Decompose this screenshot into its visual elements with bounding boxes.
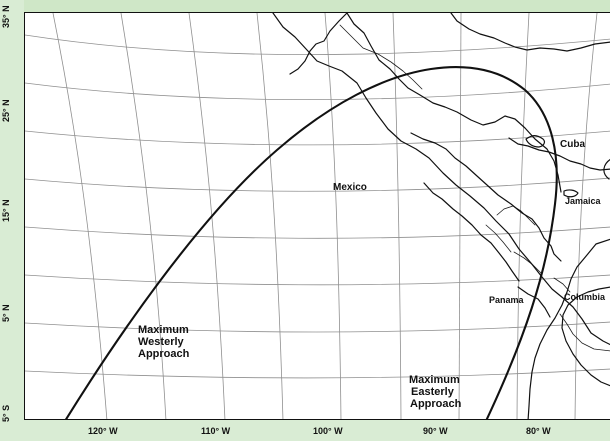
- meridian-100w: [392, 13, 402, 419]
- lat-label-15n: 15° N: [1, 199, 11, 222]
- salvador-honduras-border: [485, 224, 512, 253]
- map-canvas: Mexico Cuba Jamaica Panama Columbia Maxi…: [25, 13, 610, 419]
- westerly-label-line-2: Westerly: [138, 336, 185, 348]
- meridian-95w: [458, 13, 462, 419]
- westerly-label-line-1: Maximum: [138, 324, 189, 336]
- meridian-120w: [120, 13, 167, 419]
- nicaragua-border: [513, 251, 542, 274]
- colombia-coast-line: [561, 286, 610, 387]
- lon-label-120w: 120° W: [88, 426, 118, 436]
- longitude-margin: [0, 420, 610, 441]
- parallel-25n: [25, 130, 610, 146]
- meridian-90w: [516, 13, 530, 419]
- lon-label-80w: 80° W: [526, 426, 551, 436]
- lat-label-25n: 25° N: [1, 99, 11, 122]
- jamaica-island: [563, 189, 579, 198]
- lon-label-90w: 90° W: [423, 426, 448, 436]
- parallel-15n: [25, 226, 610, 239]
- easterly-label-line-1: Maximum: [409, 374, 460, 386]
- approach-curves: [65, 66, 558, 419]
- map-frame: Mexico Cuba Jamaica Panama Columbia Maxi…: [24, 12, 610, 420]
- parallel-10n: [25, 274, 610, 286]
- baja-north-line: [289, 13, 348, 75]
- parallel-30n: [25, 82, 610, 101]
- place-label-panama: Panama: [489, 295, 525, 305]
- easterly-label-line-3: Approach: [410, 398, 462, 410]
- place-label-cuba: Cuba: [560, 139, 585, 150]
- meridian-85w: [574, 13, 598, 419]
- lon-label-110w: 110° W: [201, 426, 231, 436]
- guatemala-border: [496, 205, 536, 226]
- latitude-margin: [0, 0, 24, 441]
- island-west-cuba: [525, 135, 545, 148]
- meridian-105w: [324, 13, 342, 419]
- lat-label-35n: 35° N: [1, 5, 11, 28]
- gulf-coast-line: [346, 13, 562, 193]
- south-america-west-line: [527, 238, 610, 419]
- easterly-label-line-2: Easterly: [411, 386, 455, 398]
- meridian-110w: [256, 13, 284, 419]
- cuba-line: [508, 137, 610, 171]
- pacific-central-line: [423, 182, 520, 282]
- parallel-0: [25, 368, 610, 379]
- annotation-labels: Maximum Westerly Approach Maximum Easter…: [138, 324, 462, 410]
- approach-envelope-curve: [65, 66, 558, 419]
- lon-label-100w: 100° W: [313, 426, 343, 436]
- meridian-125w: [52, 13, 108, 419]
- colombia-border: [559, 313, 610, 352]
- westerly-label-line-3: Approach: [138, 348, 190, 360]
- central-america-line: [410, 132, 562, 262]
- parallel-5n: [25, 321, 610, 333]
- place-label-mexico: Mexico: [333, 182, 367, 193]
- country-borders: [339, 24, 610, 352]
- coastlines: [272, 13, 610, 419]
- parallel-20n: [25, 177, 610, 192]
- place-label-jamaica: Jamaica: [565, 196, 602, 206]
- graticule: [25, 13, 610, 419]
- place-label-columbia: Columbia: [564, 292, 606, 302]
- us-mexico-border: [339, 24, 423, 90]
- panama-line: [517, 286, 551, 318]
- west-coast-line: [272, 13, 610, 346]
- place-labels: Mexico Cuba Jamaica Panama Columbia: [333, 139, 606, 305]
- hispaniola-edge: [603, 159, 610, 180]
- meridian-115w: [188, 13, 226, 419]
- lat-label-5n: 5° N: [1, 304, 11, 322]
- north-gulf-line: [450, 13, 610, 52]
- costa-rica-border: [553, 277, 571, 293]
- lat-label-5s: 5° S: [1, 404, 11, 422]
- parallel-35n: [25, 34, 610, 56]
